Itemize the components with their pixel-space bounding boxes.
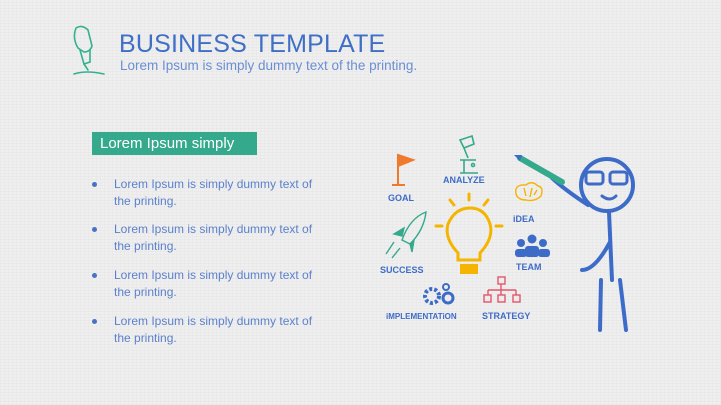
bullet-dot (92, 227, 97, 232)
label-idea: iDEA (513, 214, 535, 224)
page-subtitle: Lorem Ipsum is simply dummy text of the … (120, 58, 418, 73)
bullet-item: Lorem Ipsum is simply dummy text of the … (92, 221, 332, 255)
bullet-item: Lorem Ipsum is simply dummy text of the … (92, 267, 332, 301)
section-heading: Lorem Ipsum simply (92, 132, 257, 155)
label-success: SUCCESS (380, 265, 424, 275)
pen-icon (73, 25, 105, 75)
gears-icon (423, 283, 455, 305)
bullet-item: Lorem Ipsum is simply dummy text of the … (92, 313, 332, 347)
business-illustration: GOAL ANALYZE iDEA SUCCESS TEAM iMPLEMENT… (380, 134, 635, 332)
bullet-dot (92, 319, 97, 324)
microscope-icon (458, 134, 478, 174)
brain-icon (515, 182, 543, 202)
label-analyze: ANALYZE (443, 175, 485, 185)
rocket-icon (385, 210, 427, 259)
stick-figure (550, 157, 635, 332)
label-strategy: STRATEGY (482, 311, 530, 321)
label-goal: GOAL (388, 193, 415, 203)
lightbulb-icon (434, 192, 504, 274)
label-team: TEAM (516, 262, 542, 272)
bullet-item: Lorem Ipsum is simply dummy text of the … (92, 176, 332, 210)
page-title: BUSINESS TEMPLATE (119, 30, 386, 58)
bullet-dot (92, 273, 97, 278)
team-icon (515, 234, 550, 257)
label-implementation: iMPLEMENTATiON (386, 312, 457, 321)
bullet-dot (92, 182, 97, 187)
strategy-chart-icon (483, 276, 521, 303)
pencil-icon (514, 155, 565, 185)
flag-icon (392, 153, 416, 186)
